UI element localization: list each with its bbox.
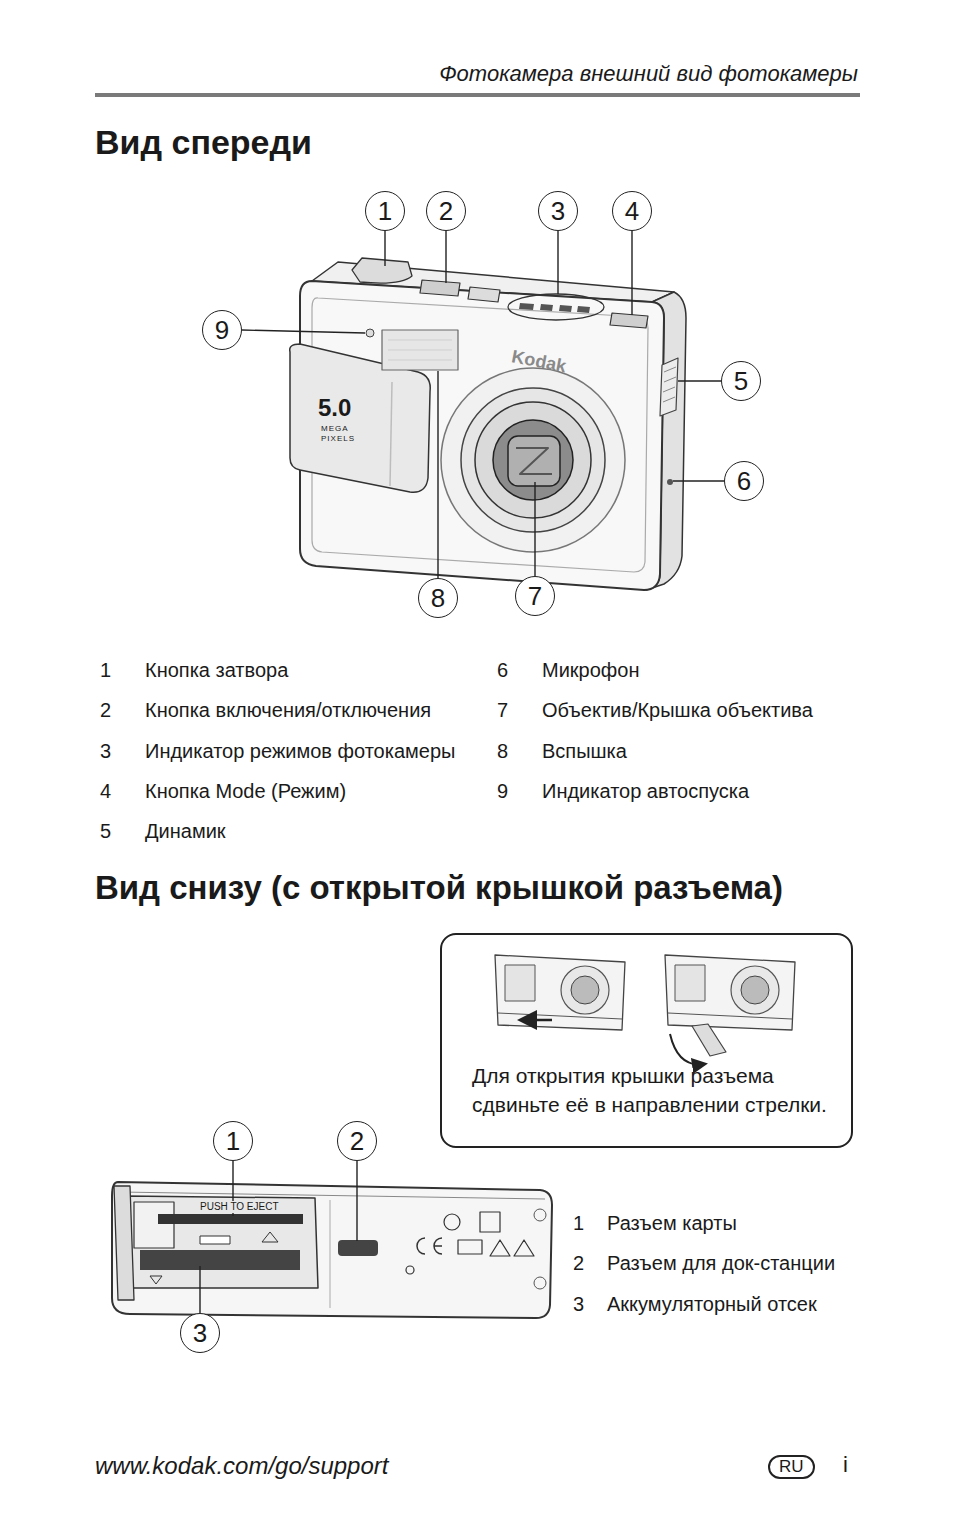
support-url: www.kodak.com/go/support [95, 1452, 388, 1480]
header-rule [95, 95, 860, 96]
callout-number: 9 [202, 310, 242, 350]
callout-number-text: 2 [439, 198, 453, 224]
list-number: 7 [497, 698, 508, 722]
callout-number: 4 [612, 191, 652, 231]
note-box-text: Для открытия крышки разъема сдвиньте её … [472, 1061, 837, 1119]
part-name: Индикатор режимов фотокамеры [145, 739, 455, 763]
callout-number-text: 2 [350, 1128, 364, 1154]
list-number: 4 [100, 779, 111, 803]
slot-marking: PUSH TO EJECT [198, 1201, 281, 1213]
callout-number: 5 [721, 361, 761, 401]
bottom-camera [112, 1182, 552, 1318]
callout-number-text: 1 [378, 198, 392, 224]
callout-number-text: 7 [528, 583, 542, 609]
running-header: Фотокамера внешний вид фотокамеры [439, 62, 858, 86]
callout-number: 2 [337, 1121, 377, 1161]
callout-number-text: 3 [551, 198, 565, 224]
megapixel-badge: 5.0 [318, 396, 351, 420]
list-number: 2 [573, 1251, 584, 1275]
callout-number-text: 4 [625, 198, 639, 224]
callout-number: 3 [180, 1313, 220, 1353]
front-leader-lines [242, 231, 724, 578]
section-heading: Вид снизу (с открытой крышкой разъема) [95, 868, 783, 908]
part-name: Индикатор автоспуска [542, 779, 749, 803]
callout-number: 1 [213, 1121, 253, 1161]
callout-number-text: 9 [215, 317, 229, 343]
callout-number: 7 [515, 576, 555, 616]
part-name: Аккумуляторный отсек [607, 1292, 817, 1316]
part-name: Разъем карты [607, 1211, 737, 1235]
callout-number-text: 5 [734, 368, 748, 394]
callout-number: 1 [365, 191, 405, 231]
language-badge: RU [768, 1455, 815, 1479]
callout-number: 2 [426, 191, 466, 231]
part-name: Разъем для док-станции [607, 1251, 835, 1275]
part-name: Кнопка затвора [145, 658, 288, 682]
front-camera [290, 258, 686, 590]
list-number: 3 [573, 1292, 584, 1316]
note-camera-pictures [495, 955, 795, 1064]
part-name: Объектив/Крышка объектива [542, 698, 813, 722]
callout-number-text: 3 [193, 1320, 207, 1346]
part-name: Вспышка [542, 739, 627, 763]
page-number: i [843, 1453, 848, 1477]
part-name: Кнопка включения/отключения [145, 698, 431, 722]
megapixel-caption: MEGA PIXELS [321, 424, 365, 444]
list-number: 3 [100, 739, 111, 763]
callout-number-text: 8 [431, 585, 445, 611]
callout-number-text: 1 [226, 1128, 240, 1154]
list-number: 8 [497, 739, 508, 763]
part-name: Динамик [145, 819, 226, 843]
callout-number: 6 [724, 461, 764, 501]
bottom-leader-lines [200, 1161, 357, 1313]
list-number: 1 [573, 1211, 584, 1235]
language-badge-text: RU [779, 1458, 804, 1476]
list-number: 5 [100, 819, 111, 843]
callout-number: 8 [418, 578, 458, 618]
note-box: Для открытия крышки разъема сдвиньте её … [440, 933, 853, 1148]
section-heading: Вид спереди [95, 122, 312, 162]
list-number: 1 [100, 658, 111, 682]
list-number: 9 [497, 779, 508, 803]
part-name: Микрофон [542, 658, 639, 682]
callout-number: 3 [538, 191, 578, 231]
list-number: 2 [100, 698, 111, 722]
part-name: Кнопка Mode (Режим) [145, 779, 346, 803]
callout-number-text: 6 [737, 468, 751, 494]
list-number: 6 [497, 658, 508, 682]
